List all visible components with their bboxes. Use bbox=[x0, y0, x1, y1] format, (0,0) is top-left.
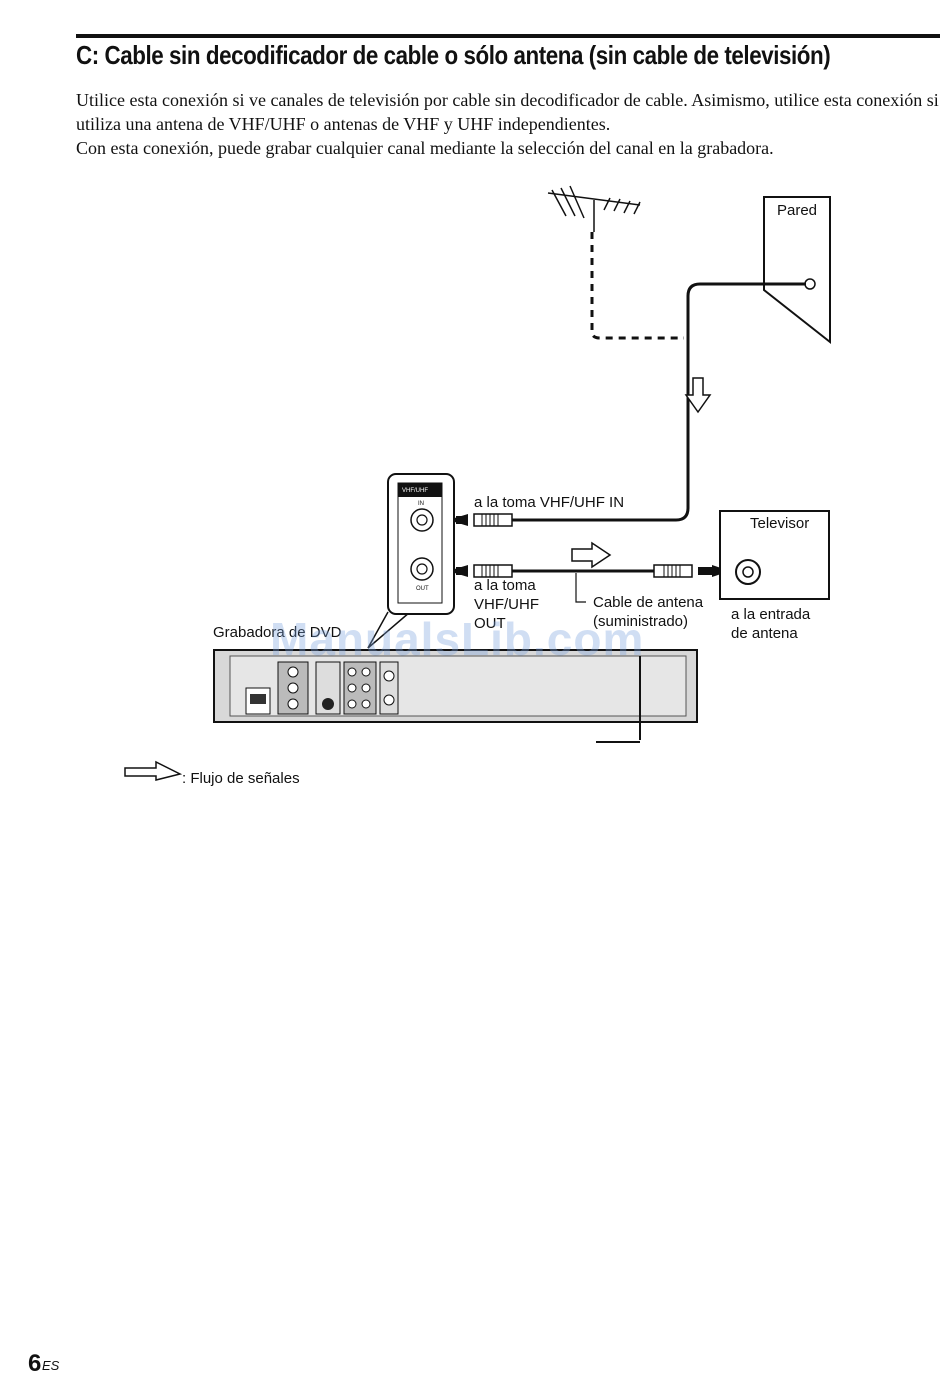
paragraph-2: Con esta conexión, puede grabar cualquie… bbox=[76, 138, 774, 158]
section-heading: C: Cable sin decodificador de cable o só… bbox=[76, 40, 831, 70]
wall-to-recorder-cable bbox=[512, 282, 806, 522]
antenna-input-line-1: a la entrada bbox=[731, 606, 811, 623]
antenna-input-line-2: de antena bbox=[731, 625, 798, 642]
panel-header: VHF/UHF bbox=[402, 488, 428, 494]
paragraph-1: Utilice esta conexión si ve canales de t… bbox=[76, 90, 939, 134]
antenna-dashed-cable bbox=[590, 232, 684, 340]
tv-plug-icon bbox=[653, 564, 730, 578]
tv-label: Televisor bbox=[750, 515, 809, 532]
page-number-suffix: ES bbox=[42, 1358, 60, 1373]
antenna-cable-line-2: (suministrado) bbox=[593, 613, 688, 630]
out-plug-icon bbox=[448, 564, 513, 578]
to-vhf-out-line-3: OUT bbox=[474, 615, 506, 632]
antenna-cable-line-1: Cable de antena bbox=[593, 594, 704, 611]
heading-rule bbox=[76, 34, 940, 38]
signal-flow-arrow-down bbox=[684, 377, 712, 414]
legend-flow-arrow-icon bbox=[124, 760, 183, 781]
panel-in-label: IN bbox=[418, 501, 424, 507]
page-number: 6 bbox=[28, 1350, 42, 1377]
in-plug-icon bbox=[448, 513, 513, 527]
wall-outlet bbox=[763, 196, 831, 345]
signal-flow-arrow-right bbox=[571, 541, 612, 569]
vhf-uhf-panel-callout bbox=[367, 473, 455, 649]
recorder-label: Grabadora de DVD bbox=[213, 624, 342, 641]
watermark: ManualsLib.com bbox=[270, 613, 645, 665]
panel-out-label: OUT bbox=[416, 586, 429, 592]
television bbox=[719, 510, 830, 600]
intro-text: Utilice esta conexión si ve canales de t… bbox=[76, 88, 946, 160]
antenna-icon bbox=[547, 185, 641, 232]
to-vhf-in-label: a la toma VHF/UHF IN bbox=[474, 494, 624, 511]
to-vhf-out-line-1: a la toma bbox=[474, 577, 536, 594]
dvd-recorder bbox=[213, 649, 698, 743]
legend-text: : Flujo de señales bbox=[182, 770, 300, 787]
to-vhf-out-line-2: VHF/UHF bbox=[474, 596, 539, 613]
cable-label-leader bbox=[575, 573, 586, 603]
wall-label: Pared bbox=[777, 202, 817, 219]
